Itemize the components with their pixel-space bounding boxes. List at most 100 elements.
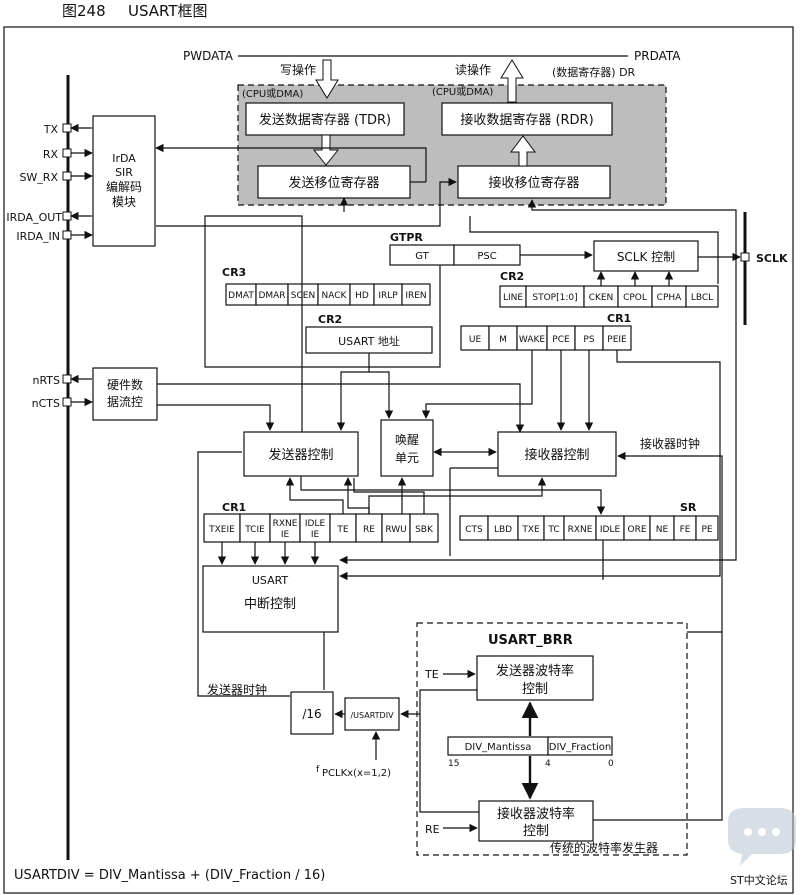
outer-frame [3, 26, 794, 894]
rx-ctrl-label: 接收器控制 [524, 447, 589, 463]
cr1-bot-register: TXEIE TCIE RXNE IE IDLE IE TE RE RWU SBK [203, 513, 439, 543]
irda-line-2: SIR [115, 166, 133, 179]
tx-rate-block [476, 655, 594, 701]
pin-irda-out: IRDA_OUT [6, 211, 72, 224]
sr-field-pe-label: PE [701, 525, 712, 535]
prdata-label: PRDATA [634, 49, 681, 63]
wakeup-block [380, 419, 434, 477]
sr-field-ne-label: NE [656, 525, 669, 535]
irda-block [92, 115, 156, 247]
sr-field-idle-label: IDLE [600, 525, 621, 535]
rx-rate-line-1: 接收器波特率 [497, 806, 575, 822]
sclk-pin-box [740, 252, 750, 262]
flow-to-rx-ctrl [157, 383, 525, 433]
sr-field-ne [649, 515, 675, 541]
read-arrow [500, 59, 524, 103]
pin-sw-rx: SW_RX [19, 171, 72, 184]
cr1-field-pce-label: PCE [552, 335, 570, 345]
cr3-field-dmar-label: DMAR [258, 291, 285, 301]
pin-irda-in: IRDA_IN [16, 230, 72, 243]
rdr-box [441, 102, 613, 136]
cr1-field-ue-label: UE [469, 335, 482, 345]
flow-to-tx-ctrl [157, 404, 275, 431]
cr1b-field-re-label: RE [363, 525, 375, 535]
tx-clock-label: 发送器时钟 [207, 682, 267, 697]
rx-rate-line-2: 控制 [523, 824, 549, 839]
sr-field-txe-label: TXE [521, 525, 540, 535]
mantissa-label: DIV_Mantissa [465, 742, 532, 753]
cr2-addr-label: CR2 [318, 313, 342, 326]
bit0-label: 0 [608, 759, 614, 769]
rx-rate-to-usartdiv [419, 714, 479, 813]
cr2-field-cpol-label: CPOL [623, 293, 647, 303]
cr1-field-peie-label: PEIE [607, 335, 627, 345]
div16-label: /16 [302, 707, 321, 721]
sr-register: CTS LBD TXE TC RXNE IDLE ORE NE FE PE [459, 515, 719, 541]
hw-flow-line-2: 据流控 [107, 395, 143, 409]
cr1-field-wake-label: WAKE [519, 335, 545, 345]
figure-number: 图248 [62, 2, 106, 20]
watermark-logo [728, 808, 796, 866]
watermark-text: ST中文论坛 [730, 873, 788, 887]
tx-shift-label: 发送移位寄存器 [288, 175, 379, 191]
cr3-field-hd-label: HD [355, 291, 369, 301]
cpu-dma-label-1: (CPU或DMA) [242, 88, 303, 100]
tx-rate-line-1: 发送器波特率 [496, 663, 574, 679]
cr1b-field-re [355, 513, 383, 543]
cr1b-field-rxneie-label-1: RXNE [273, 519, 298, 529]
hw-flow-block [92, 367, 158, 421]
tdr-box [245, 102, 405, 136]
peie-to-interrupt [339, 350, 721, 581]
interrupt-line-1: USART [252, 574, 289, 587]
cr1b-field-txeie [203, 513, 241, 543]
interrupt-line-2: 中断控制 [244, 597, 296, 612]
interrupt-block [202, 565, 339, 633]
tx-ctrl-to-sr [300, 476, 606, 515]
pclk-label: PCLKx(x=1,2) [322, 768, 391, 779]
sclk-ctrl-label: SCLK 控制 [617, 250, 675, 264]
sr-field-tc-label: TC [547, 525, 559, 535]
tx-clock-loop [197, 451, 290, 697]
gtpr-psc-label: PSC [477, 251, 496, 262]
pin-irda-in-label: IRDA_IN [16, 230, 60, 243]
sr-field-cts-label: CTS [465, 525, 483, 535]
cr3-field-irlp-label: IRLP [378, 291, 398, 301]
cr2-field-cpha-label: CPHA [657, 293, 682, 303]
sclk-label: SCLK [756, 252, 788, 265]
rx-shift-label: 接收移位寄存器 [488, 175, 579, 191]
sr-field-ore-label: ORE [627, 525, 646, 535]
cr1b-field-rxneie-label-2: IE [281, 530, 290, 540]
cr2-register: LINE STOP[1:0] CKEN CPOL CPHA LBCL [499, 285, 719, 308]
cr1b-field-tcie-label: TCIE [244, 525, 265, 535]
cr2-field-line-label: LINE [503, 293, 523, 303]
hw-flow-line-1: 硬件数 [107, 377, 143, 392]
pin-tx-label: TX [43, 123, 59, 136]
cr3-field-scen-label: SCEN [291, 291, 315, 301]
pclk-f: f [316, 765, 320, 775]
cr1b-field-idleie [299, 513, 331, 543]
irda-line-4: 模块 [112, 195, 136, 209]
cr1-bot-label: CR1 [222, 501, 246, 514]
re-to-tx-ctrl [343, 477, 370, 514]
sr-field-fe-label: FE [680, 525, 691, 535]
cr2-field-cken-label: CKEN [589, 293, 614, 303]
write-op-label: 写操作 [280, 62, 316, 77]
fraction-field [547, 736, 613, 756]
sclk-ctrl-block [593, 240, 699, 272]
cr1b-field-txeie-label: TXEIE [208, 525, 235, 535]
cr1-field-peie [602, 325, 632, 351]
pin-irda-out-label: IRDA_OUT [6, 211, 62, 224]
pwdata-label: PWDATA [183, 49, 234, 63]
sr-label: SR [680, 501, 697, 514]
rx-clock-wire [617, 451, 723, 632]
pin-nrts-label: nRTS [32, 374, 60, 387]
cr3-field-iren-label: IREN [405, 291, 426, 301]
cpu-dma-label-2: (CPU或DMA) [432, 86, 493, 98]
pin-nrts: nRTS [32, 374, 72, 387]
cr1-field-ps-label: PS [583, 335, 594, 345]
rx-clock-label: 接收器时钟 [640, 436, 700, 451]
usartdiv-label: /USARTDIV [350, 711, 394, 720]
addr-to-tx-ctrl [336, 353, 370, 431]
cr1b-field-idleie-label-2: IE [311, 530, 320, 540]
data-reg-label: (数据寄存器) DR [552, 65, 636, 79]
